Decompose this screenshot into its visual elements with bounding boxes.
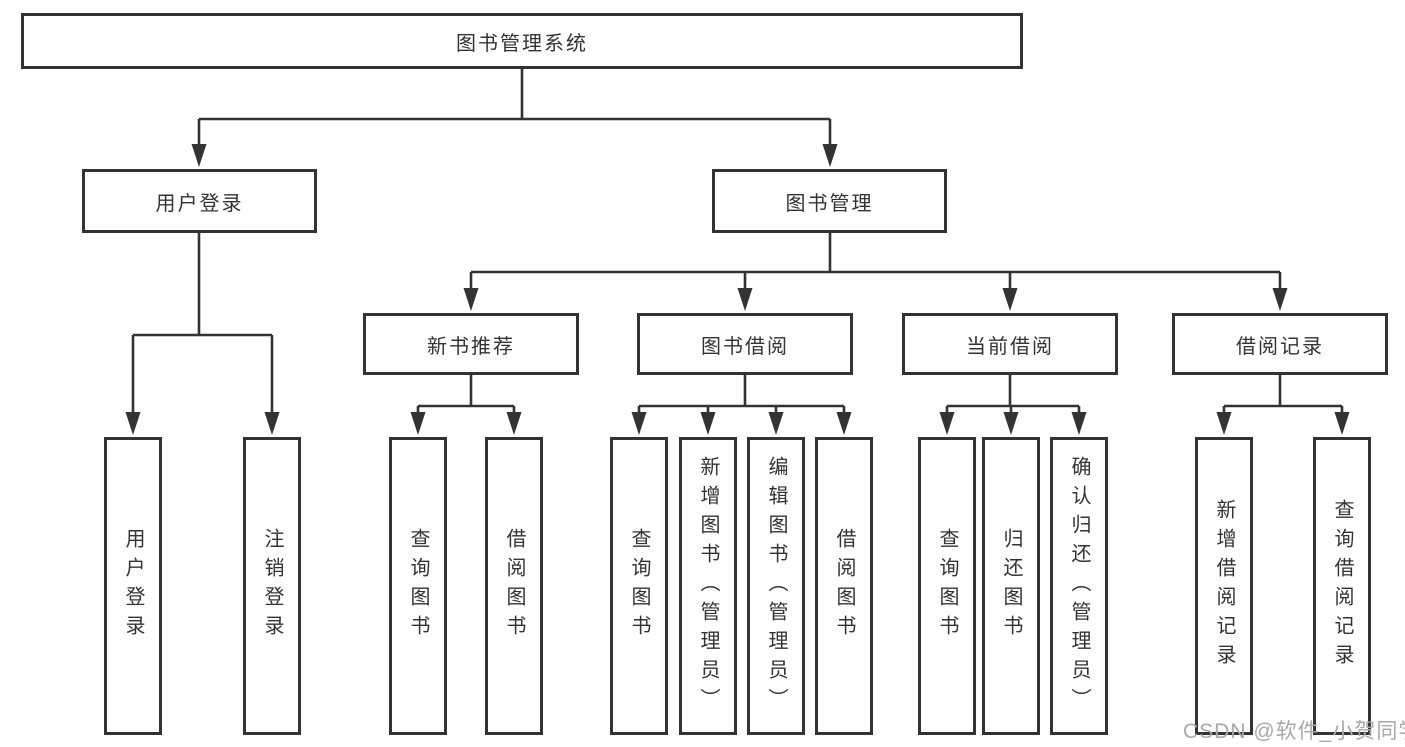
leaf-user-login: 用户登录 (104, 437, 162, 735)
node-new-book-recommend: 新书推荐 (363, 313, 579, 375)
leaf-label: 查询图书 (936, 528, 958, 644)
leaf-label: 注销登录 (261, 528, 283, 644)
connector-userlogin-to-leaves (131, 233, 274, 428)
arrow-down-icon (506, 412, 522, 435)
node-book-management: 图书管理 (712, 169, 947, 233)
node-label: 用户登录 (155, 192, 244, 215)
csdn-watermark: CSDN @软件_小贺同学 (1183, 720, 1405, 743)
node-library-management-system: 图书管理系统 (21, 13, 1023, 69)
arrow-down-icon (631, 412, 647, 435)
leaf-add-books-admin: 新增图书（管理员） (679, 437, 737, 735)
node-book-borrowing: 图书借阅 (637, 313, 853, 375)
node-label: 图书管理系统 (456, 32, 588, 55)
leaf-edit-books-admin: 编辑图书（管理员） (747, 437, 805, 735)
leaf-label: 查询图书 (628, 528, 650, 644)
arrow-down-icon (737, 288, 753, 311)
leaf-query-borrow-record: 查询借阅记录 (1313, 437, 1371, 735)
arrow-down-icon (264, 412, 280, 435)
node-label: 图书借阅 (701, 335, 789, 358)
arrow-down-icon (1003, 412, 1019, 435)
leaf-query-books-borrowing: 查询图书 (610, 437, 668, 735)
connector-bookmgmt-to-level3 (469, 233, 1282, 304)
node-label: 当前借阅 (966, 335, 1054, 358)
arrow-down-icon (1002, 288, 1018, 311)
leaf-label: 查询借阅记录 (1331, 499, 1353, 673)
leaf-label: 查询图书 (407, 528, 429, 644)
arrow-down-icon (1334, 412, 1350, 435)
arrow-down-icon (125, 412, 141, 435)
leaf-return-books: 归还图书 (982, 437, 1040, 735)
leaf-label: 归还图书 (1000, 528, 1022, 644)
connector-records-to-leaves (1222, 375, 1344, 428)
arrow-down-icon (822, 144, 838, 167)
connector-root-to-level2 (197, 69, 832, 160)
connector-newrec-to-leaves (416, 375, 516, 428)
leaf-label: 借阅图书 (503, 528, 525, 644)
node-borrowing-records: 借阅记录 (1172, 313, 1388, 375)
arrow-down-icon (1216, 412, 1232, 435)
leaf-label: 用户登录 (122, 528, 144, 644)
arrow-down-icon (1071, 412, 1087, 435)
leaf-label: 确认归还（管理员） (1068, 455, 1090, 717)
arrow-down-icon (1272, 288, 1288, 311)
node-user-login: 用户登录 (82, 169, 317, 233)
leaf-borrow-books-recommend: 借阅图书 (485, 437, 543, 735)
arrow-down-icon (700, 412, 716, 435)
node-label: 新书推荐 (427, 335, 515, 358)
connector-borrow-to-leaves (637, 375, 846, 428)
leaf-confirm-return-admin: 确认归还（管理员） (1050, 437, 1108, 735)
arrow-down-icon (939, 412, 955, 435)
arrow-down-icon (768, 412, 784, 435)
leaf-add-borrow-record: 新增借阅记录 (1195, 437, 1253, 735)
arrow-down-icon (410, 412, 426, 435)
leaf-label: 新增图书（管理员） (697, 455, 719, 717)
arrow-down-icon (191, 144, 207, 167)
leaf-borrow-books: 借阅图书 (815, 437, 873, 735)
leaf-query-books-recommend: 查询图书 (389, 437, 447, 735)
arrowhead-icons (125, 144, 1350, 435)
leaf-label: 新增借阅记录 (1213, 499, 1235, 673)
leaf-label: 借阅图书 (833, 528, 855, 644)
node-label: 图书管理 (785, 192, 874, 215)
arrow-down-icon (836, 412, 852, 435)
leaf-query-books-current: 查询图书 (918, 437, 976, 735)
node-label: 借阅记录 (1236, 335, 1324, 358)
node-current-borrowing: 当前借阅 (902, 313, 1118, 375)
leaf-label: 编辑图书（管理员） (765, 455, 787, 717)
arrow-down-icon (463, 288, 479, 311)
leaf-logout: 注销登录 (243, 437, 301, 735)
